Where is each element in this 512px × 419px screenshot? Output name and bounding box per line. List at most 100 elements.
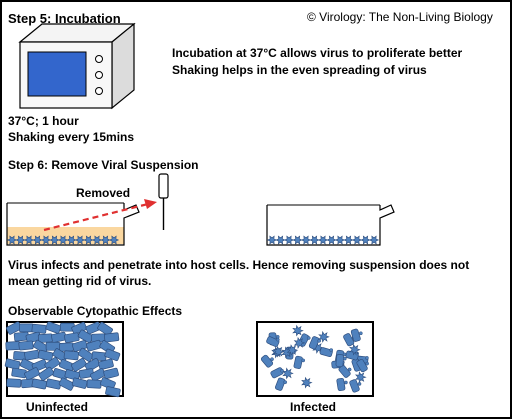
- infected-cell: [354, 371, 367, 384]
- host-cell: [49, 235, 60, 245]
- host-cell: [309, 235, 320, 245]
- infected-cell-cluster: [260, 324, 369, 393]
- healthy-cell: [19, 323, 34, 333]
- infected-cell: [266, 336, 280, 347]
- healthy-cell: [51, 331, 67, 343]
- healthy-cell: [20, 378, 36, 389]
- pipette-icon: [158, 173, 169, 230]
- host-cell: [57, 235, 69, 245]
- step5-conditions-line1: 37°C; 1 hour: [8, 114, 79, 128]
- healthy-cell: [31, 323, 47, 334]
- copyright-notice: © Virology: The Non-Living Biology: [307, 10, 493, 24]
- host-cell: [32, 235, 43, 245]
- healthy-cell: [31, 359, 48, 372]
- healthy-cell: [103, 367, 119, 380]
- cell-bleb: [342, 356, 347, 361]
- healthy-cell: [59, 342, 75, 352]
- cell-bleb: [365, 356, 369, 360]
- step5-conditions-line2: Shaking every 15mins: [8, 130, 135, 144]
- healthy-cell: [5, 341, 21, 351]
- host-cell: [266, 235, 278, 245]
- infected-cell: [272, 345, 285, 358]
- healthy-cell: [59, 322, 75, 332]
- healthy-cell: [71, 339, 88, 352]
- cell-bleb: [365, 361, 369, 366]
- cpe-title: Observable Cytopathic Effects: [8, 304, 183, 318]
- healthy-cell: [86, 379, 102, 389]
- host-cell: [23, 235, 35, 245]
- healthy-cell: [4, 358, 21, 370]
- infected-cell: [285, 346, 294, 360]
- cell-bleb: [340, 360, 345, 365]
- healthy-cell: [45, 321, 62, 334]
- cell-bleb: [275, 337, 280, 342]
- healthy-cell: [90, 368, 106, 382]
- infected-cell: [270, 367, 284, 379]
- host-cell: [83, 235, 94, 245]
- uninfected-label: Uninfected: [26, 400, 89, 414]
- healthy-cell: [37, 333, 53, 343]
- host-cell: [317, 235, 329, 245]
- cell-bleb: [358, 331, 363, 336]
- infected-cell: [275, 377, 286, 391]
- host-cell: [15, 235, 26, 245]
- uninfected-cell-cluster: [4, 321, 121, 398]
- healthy-cell: [31, 378, 48, 390]
- cell-bleb: [344, 380, 348, 385]
- healthy-cell: [103, 332, 120, 343]
- dial-middle: [95, 71, 103, 79]
- host-cell: [6, 235, 18, 245]
- uninfected-cells-box: [4, 321, 124, 398]
- cell-bleb: [301, 358, 306, 363]
- healthy-cell: [11, 367, 27, 379]
- infected-cell: [355, 355, 369, 365]
- healthy-cell: [6, 378, 22, 388]
- healthy-cell: [58, 377, 75, 391]
- infected-cell: [343, 333, 355, 347]
- infected-cell: [292, 324, 304, 337]
- infected-cell: [335, 349, 345, 363]
- healthy-cell: [33, 339, 49, 354]
- host-cell: [91, 235, 103, 245]
- host-cell: [108, 235, 120, 245]
- healthy-cell: [78, 368, 95, 379]
- step5-description-line1: Incubation at 37°C allows virus to proli…: [172, 46, 463, 60]
- cell-monolayer-right: [266, 235, 380, 245]
- infected-cell: [331, 360, 345, 369]
- host-cell: [66, 235, 77, 245]
- host-cell: [40, 235, 52, 245]
- healthy-cell: [99, 340, 116, 355]
- healthy-cell: [91, 351, 107, 362]
- healthy-cell: [77, 329, 94, 344]
- healthy-cell: [52, 348, 69, 362]
- flask-with-suspension: [6, 202, 140, 246]
- cell-bleb: [357, 382, 362, 386]
- healthy-cell: [97, 321, 113, 336]
- infected-cell: [298, 333, 310, 347]
- host-cell: [100, 235, 111, 245]
- healthy-cell: [98, 358, 114, 370]
- healthy-cell: [38, 366, 55, 381]
- infected-cell: [308, 336, 320, 350]
- infected-cell: [356, 359, 368, 373]
- cell-bleb: [329, 348, 334, 352]
- cell-bleb: [347, 367, 352, 372]
- infected-cell: [345, 350, 359, 361]
- infected-cell: [350, 328, 361, 342]
- healthy-cell: [6, 321, 22, 335]
- infected-label: Infected: [290, 400, 337, 414]
- infected-cells-box: [256, 321, 374, 397]
- step6-note-line2: mean getting rid of virus.: [8, 274, 152, 288]
- healthy-cell: [105, 386, 121, 398]
- infected-cell: [293, 355, 303, 369]
- infected-cell: [282, 367, 294, 380]
- cell-bleb: [317, 338, 322, 343]
- dial-top: [95, 55, 103, 63]
- healthy-cell: [45, 378, 62, 390]
- host-cell: [343, 235, 354, 245]
- host-cell: [275, 235, 286, 245]
- infected-cell: [286, 344, 299, 357]
- host-cell: [292, 235, 303, 245]
- healthy-cell: [13, 351, 29, 361]
